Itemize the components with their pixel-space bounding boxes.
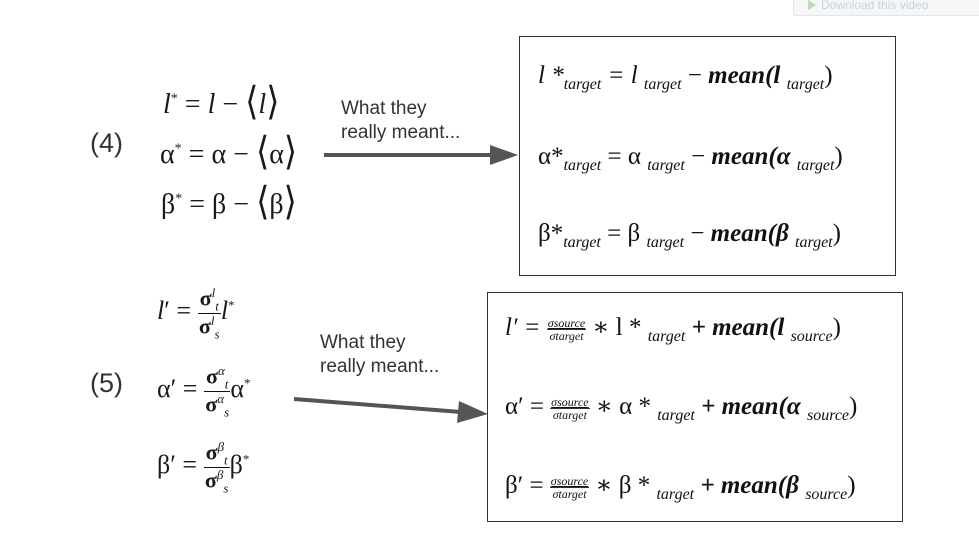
note-5-line1: What they	[320, 332, 406, 353]
download-label: Download this video	[821, 0, 929, 12]
download-video-button[interactable]: Download this video	[793, 0, 979, 16]
box4-eq3: β*target = β target − mean(β target)	[538, 220, 841, 251]
eq4-line1: l* = l − ⟨l⟩	[163, 81, 280, 124]
note-4-line1: What they	[341, 98, 427, 119]
play-icon	[808, 0, 816, 10]
equation-number-5: (5)	[90, 368, 123, 398]
box4-eq1: l *target = l target − mean(l target)	[538, 62, 833, 93]
note-5-line2: really meant...	[320, 356, 440, 377]
box-4: l *target = l target − mean(l target) α*…	[519, 36, 896, 276]
eq4-line2: α* = α − ⟨α⟩	[160, 131, 298, 174]
arrow-5	[293, 397, 488, 423]
equation-number-4: (4)	[90, 128, 123, 158]
note-5: What they really meant...	[320, 331, 439, 379]
arrow-4	[324, 145, 518, 165]
eq4-line3: β* = β − ⟨β⟩	[161, 181, 297, 224]
note-4: What they really meant...	[341, 97, 460, 145]
box4-eq2: α*target = α target − mean(α target)	[538, 143, 843, 174]
note-4-line2: really meant...	[341, 122, 461, 143]
